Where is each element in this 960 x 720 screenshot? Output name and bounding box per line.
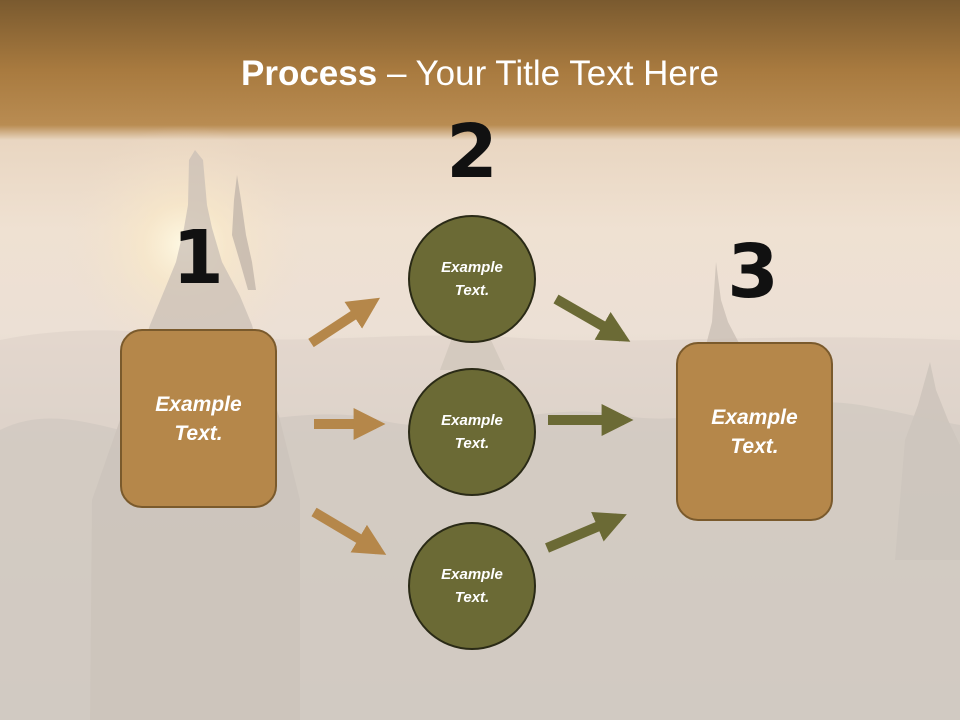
arrow-top-to-3	[553, 294, 631, 342]
center-stupa	[440, 320, 505, 370]
step-2-circle-bottom: Example Text.	[408, 522, 536, 650]
step-1-box: Example Text.	[120, 329, 277, 508]
step-number-3: 3	[727, 229, 779, 315]
step-3-box: Example Text.	[676, 342, 833, 521]
arrow-1-to-top	[308, 297, 381, 348]
step-number-2: 2	[446, 109, 498, 195]
slide-title: Process – Your Title Text Here	[0, 52, 960, 96]
right-stupa	[706, 262, 740, 345]
title-rest: – Your Title Text Here	[377, 54, 719, 93]
title-bold: Process	[241, 54, 378, 93]
arrow-bottom-to-3	[545, 511, 627, 553]
step-2-circle-top: Example Text.	[408, 215, 536, 343]
step-number-1: 1	[172, 215, 224, 301]
spire-stupa	[232, 175, 256, 290]
arrow-1-to-bottom	[311, 507, 387, 555]
step-2-circle-middle: Example Text.	[408, 368, 536, 496]
